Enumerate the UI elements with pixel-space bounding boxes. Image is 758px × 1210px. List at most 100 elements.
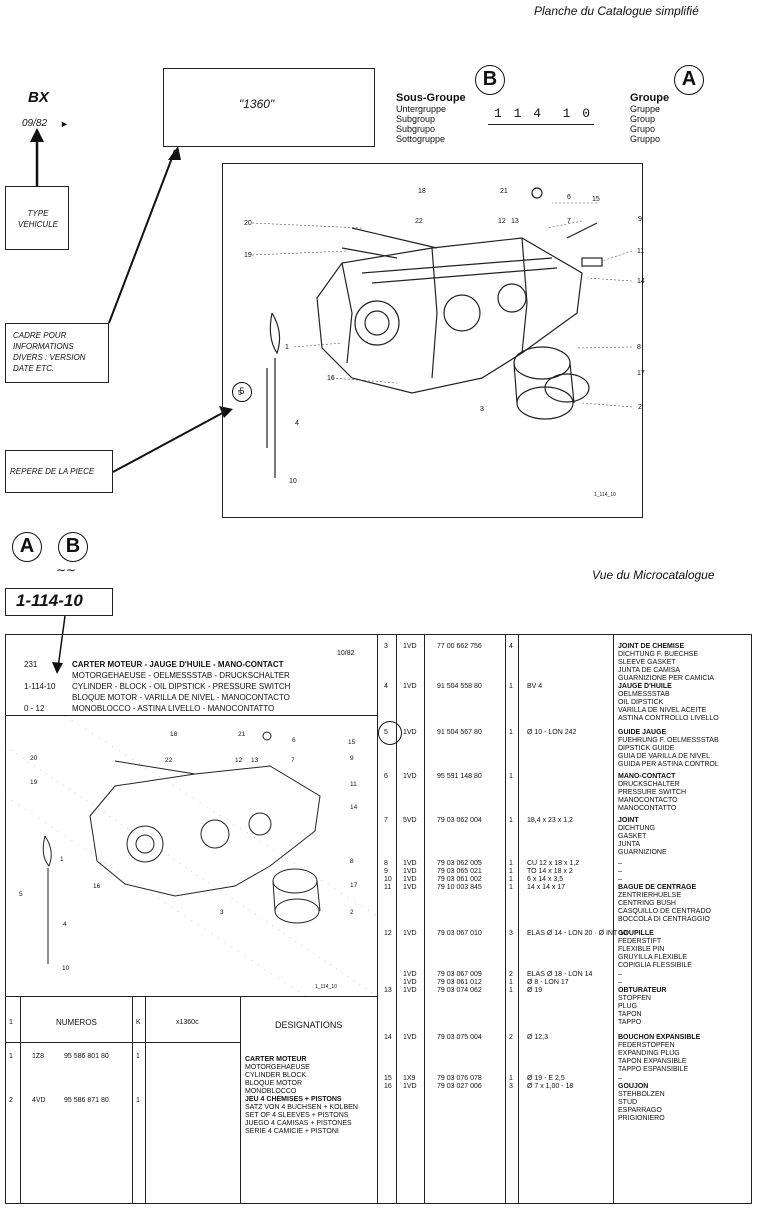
mini-callout: 4 — [63, 921, 67, 928]
bt-rep: 2 — [9, 1097, 13, 1104]
mini-callout: 7 — [291, 757, 295, 764]
rt-k: 2 — [509, 1034, 513, 1041]
rt-k: 1 — [509, 884, 513, 891]
bt-num: 95 586 801 80 — [64, 1053, 109, 1060]
bt-num: 95 586 871 80 — [64, 1097, 109, 1104]
rt-spec: Ø 8 - LON 17 — [527, 979, 569, 986]
col-header: DESIGNATIONS — [275, 1020, 343, 1030]
rt-designation: TAPPO ESPANSIBILE — [618, 1066, 689, 1073]
header-line-num: 0 - 12 — [24, 704, 45, 713]
rt-num: 91 504 567 80 — [437, 729, 482, 736]
rt-designation: GUIDE JAUGE — [618, 729, 667, 736]
callout: 10 — [289, 478, 297, 485]
type-vehicule-label: TYPE VEHICULE — [17, 209, 58, 229]
callout: 14 — [637, 278, 645, 285]
rt-designation: MANOCONTATTO — [618, 805, 677, 812]
code-box-value: 1-114-10 — [16, 591, 83, 610]
rt-code: 1X9 — [403, 1075, 416, 1082]
mini-callout: 16 — [93, 883, 101, 890]
cadre-info-box — [5, 323, 109, 383]
callout: 15 — [592, 196, 600, 203]
cadre-box — [163, 68, 375, 147]
date-arrow-icon: ► — [60, 119, 69, 129]
bt-k: 1 — [136, 1097, 140, 1104]
sg-line: Subgrupo — [396, 124, 436, 134]
rt-rep: 10 — [384, 876, 392, 883]
col-sep — [132, 996, 133, 1204]
rt-designation: DICHTUNG — [618, 825, 655, 832]
rt-spec: 18,4 x 23 x 1,2 — [527, 817, 573, 824]
rt-code: 1VD — [403, 930, 417, 937]
callout: 9 — [638, 216, 642, 223]
diagram-ref: 1_114_10 — [594, 492, 616, 498]
rt-designation: STEHBOLZEN — [618, 1091, 665, 1098]
bottom-table-head-sep — [5, 1042, 240, 1043]
mini-callout: 22 — [165, 757, 173, 764]
mini-callout: 19 — [30, 779, 38, 786]
sous-groupe-title: Sous-Groupe — [396, 92, 466, 104]
rt-code: 1VD — [403, 643, 417, 650]
groupe-title: Groupe — [630, 92, 670, 104]
header-line: MOTORGEHAEUSE - OELMESSSTAB - DRUCKSCHAL… — [24, 670, 364, 681]
header-line: 0 - 12 MONOBLOCCO - ASTINA LIVELLO - MAN… — [24, 703, 364, 714]
rt-designation: GOUJON — [618, 1083, 649, 1090]
rt-designation: FLEXIBLE PIN — [618, 946, 665, 953]
mini-callout: 5 — [19, 891, 23, 898]
vehicle-label: BX — [28, 89, 49, 106]
rt-num: 79 03 062 004 — [437, 817, 482, 824]
mini-callout: 8 — [350, 858, 354, 865]
code-underline — [488, 124, 594, 125]
mini-callout: 14 — [350, 804, 358, 811]
rt-spec: ELAS Ø 14 - LON 20 · Ø INT 10 — [527, 930, 627, 937]
callout: 19 — [244, 252, 252, 259]
callout: 6 — [567, 194, 571, 201]
callout: 16 — [327, 375, 335, 382]
header-line-num: 1-114-10 — [24, 682, 56, 691]
rt-k: 1 — [509, 979, 513, 986]
bt-designations: CARTER MOTEUR MOTORGEHAEUSE CYLINDER BLO… — [245, 1056, 358, 1136]
bt-code: 4VD — [32, 1097, 46, 1104]
mini-callout: 15 — [348, 739, 356, 746]
rt-rep: 9 — [384, 868, 388, 875]
rt-num: 79 03 062 005 — [437, 860, 482, 867]
rt-designation: FEDERSTOPFEN — [618, 1042, 675, 1049]
rt-code: 1VD — [403, 979, 417, 986]
rt-spec: CU 12 x 18 x 1,2 — [527, 860, 580, 867]
callout: 20 — [244, 220, 252, 227]
rt-designation: DRUCKSCHALTER — [618, 781, 680, 788]
sg-line: Untergruppe — [396, 104, 447, 114]
rt-designation: GASKET — [618, 833, 647, 840]
rt-designation: COPIGLIA FLESSIBILE — [618, 962, 692, 969]
rt-num: 79 03 074 062 — [437, 987, 482, 994]
rt-k: 1 — [509, 817, 513, 824]
rt-designation: MANOCONTACTO — [618, 797, 678, 804]
rt-designation: OBTURATEUR — [618, 987, 667, 994]
rt-spec: 14 x 14 x 17 — [527, 884, 566, 891]
tilde-icon: ∼∼ — [56, 563, 77, 577]
rt-designation: GRUYILLA FLEXIBLE — [618, 954, 687, 961]
rt-designation: JUNTA — [618, 841, 641, 848]
g-line: Gruppo — [630, 134, 661, 144]
rt-rep: 4 — [384, 683, 388, 690]
rt-k: 4 — [509, 643, 513, 650]
rt-designation: MANO-CONTACT — [618, 773, 676, 780]
engine-block-drawing: 18 21 6 15 20 22 12 13 7 9 19 11 14 1 8 … — [238, 187, 645, 498]
rt-spec: Ø 7 x 1,00 - 18 — [527, 1083, 574, 1090]
code-box — [5, 588, 113, 616]
bt-k: 1 — [136, 1053, 140, 1060]
rt-designation: EXPANDING PLUG — [618, 1050, 680, 1057]
bt-des: MOTORGEHAEUSE — [245, 1064, 310, 1071]
rt-designation: FUEHRUNG F. OELMESSSTAB — [618, 737, 719, 744]
planche-title: Planche du Catalogue simplifié — [534, 4, 699, 18]
rt-designation: CASQUILLO DE CENTRADO — [618, 908, 711, 915]
circle-a-micro: A — [12, 532, 42, 562]
rt-k: 1 — [509, 683, 513, 690]
rt-code: 1VD — [403, 773, 417, 780]
rt-designation: FEDERSTIFT — [618, 938, 662, 945]
rt-rep: 7 — [384, 817, 388, 824]
rt-designation: GUARNIZIONE PER CAMICIA — [618, 675, 715, 682]
vehicle-date: 09/82 — [22, 118, 48, 129]
rt-col — [505, 634, 506, 1204]
rt-k: 1 — [509, 987, 513, 994]
rt-code: 1VD — [403, 884, 417, 891]
